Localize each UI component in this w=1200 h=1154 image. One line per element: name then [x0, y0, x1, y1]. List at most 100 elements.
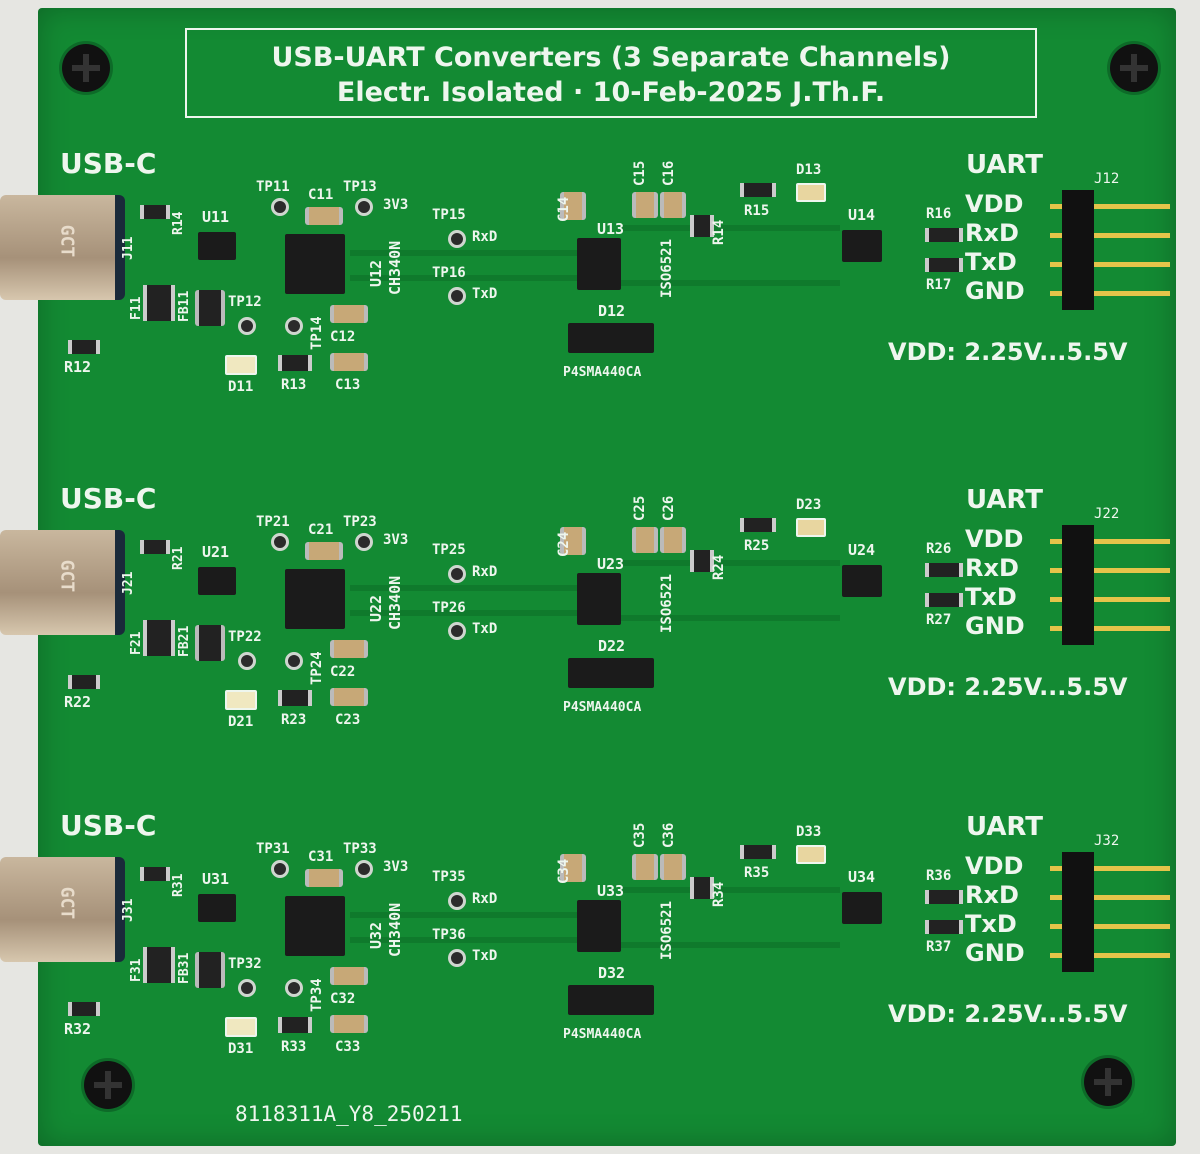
testpoint-ref: TP31 — [256, 841, 290, 857]
fuse-ref: F21 — [129, 631, 144, 655]
ic-part: CH340N — [386, 902, 404, 957]
diode-part: P4SMA440CA — [563, 365, 642, 380]
testpoint-ref: TP25 — [432, 542, 466, 558]
testpoint-TP32 — [238, 979, 256, 997]
usb-c-connector — [0, 530, 125, 635]
vdd-range-label: VDD: 2.25V...5.5V — [888, 1000, 1128, 1028]
header-ref: J22 — [1094, 506, 1120, 522]
uart-label: UART — [966, 812, 1044, 842]
led — [796, 518, 826, 537]
tvs-diode — [568, 323, 654, 353]
vdd-range-label: VDD: 2.25V...5.5V — [888, 338, 1128, 366]
capacitor — [330, 640, 368, 658]
resistor — [140, 205, 170, 219]
testpoint-ref: TP32 — [228, 956, 262, 972]
header-pin — [1050, 953, 1170, 958]
fuse — [143, 947, 175, 983]
signal-label: RxD — [472, 891, 498, 907]
ic-U12 — [285, 234, 345, 294]
ferrite-ref: FB11 — [177, 290, 192, 322]
led-ref: D23 — [796, 497, 822, 513]
capacitor — [660, 192, 686, 218]
ic-ref: U34 — [848, 868, 876, 886]
cap-ref: C31 — [308, 849, 334, 865]
testpoint-TP36 — [448, 949, 466, 967]
capacitor — [560, 527, 586, 555]
signal-label: TxD — [472, 948, 498, 964]
pin-header-J12 — [1062, 190, 1094, 310]
trace — [350, 610, 580, 616]
header-ref: J12 — [1094, 171, 1120, 187]
vdd-range-label: VDD: 2.25V...5.5V — [888, 673, 1128, 701]
header-pin — [1050, 568, 1170, 573]
ic-ref: U23 — [597, 555, 625, 573]
testpoint-ref: TP36 — [432, 927, 466, 943]
capacitor — [330, 967, 368, 985]
ic-U24 — [842, 565, 882, 597]
diode-ref: D32 — [598, 964, 626, 982]
led-ref: D11 — [228, 379, 254, 395]
cap-ref: C35 — [632, 822, 648, 848]
ic-ref: U13 — [597, 220, 625, 238]
testpoint-ref: TP24 — [309, 651, 325, 685]
capacitor — [632, 527, 658, 553]
ic-part: ISO6521 — [659, 900, 675, 960]
cap-ref: C26 — [661, 495, 677, 521]
ic-ref: U31 — [202, 870, 230, 888]
mounting-screw-icon — [1084, 1058, 1132, 1106]
ferrite-ref: FB31 — [177, 952, 192, 984]
cap-ref: C14 — [556, 196, 572, 222]
cap-ref: C21 — [308, 522, 334, 538]
testpoint-TP34 — [285, 979, 303, 997]
ferrite-bead — [195, 952, 225, 988]
resistor — [690, 215, 714, 237]
ic-part: CH340N — [386, 575, 404, 630]
cap-ref: C12 — [330, 329, 356, 345]
title-line-1: USB-UART Converters (3 Separate Channels… — [271, 42, 951, 73]
trace — [620, 942, 840, 948]
resistor — [690, 550, 714, 572]
ferrite-bead — [195, 290, 225, 326]
voltage-label: 3V3 — [383, 532, 409, 548]
testpoint-ref: TP11 — [256, 179, 290, 195]
resistor — [925, 890, 963, 904]
trace — [620, 225, 840, 231]
resistor-ref: R12 — [64, 358, 92, 376]
resistor-ref: R25 — [744, 538, 770, 554]
cap-ref: C24 — [556, 531, 572, 557]
resistor-ref: R22 — [64, 693, 92, 711]
uart-pin-label-gnd: GND — [965, 612, 1025, 640]
testpoint-TP25 — [448, 565, 466, 583]
usb-c-label: USB-C — [60, 809, 157, 842]
signal-label: RxD — [472, 564, 498, 580]
resistor-ref: R36 — [926, 868, 952, 884]
resistor-ref: R15 — [744, 203, 770, 219]
voltage-label: 3V3 — [383, 859, 409, 875]
pin-header-J32 — [1062, 852, 1094, 972]
ic-U33 — [577, 900, 621, 952]
testpoint-TP33 — [355, 860, 373, 878]
testpoint-ref: TP23 — [343, 514, 377, 530]
testpoint-TP22 — [238, 652, 256, 670]
capacitor — [305, 207, 343, 225]
ic-part: CH340N — [386, 240, 404, 295]
tvs-diode — [568, 658, 654, 688]
ic-part: ISO6521 — [659, 238, 675, 298]
trace — [350, 937, 580, 943]
capacitor — [660, 527, 686, 553]
testpoint-TP16 — [448, 287, 466, 305]
connector-ref: J11 — [121, 236, 136, 260]
resistor — [925, 258, 963, 272]
capacitor — [560, 854, 586, 882]
testpoint-TP14 — [285, 317, 303, 335]
header-pin — [1050, 597, 1170, 602]
led — [796, 845, 826, 864]
resistor-ref: R13 — [281, 377, 307, 393]
resistor-ref: R14 — [711, 219, 727, 245]
led-ref: D33 — [796, 824, 822, 840]
resistor — [140, 540, 170, 554]
testpoint-ref: TP22 — [228, 629, 262, 645]
fuse-ref: F31 — [129, 958, 144, 982]
diode-ref: D22 — [598, 637, 626, 655]
trace — [620, 615, 840, 621]
